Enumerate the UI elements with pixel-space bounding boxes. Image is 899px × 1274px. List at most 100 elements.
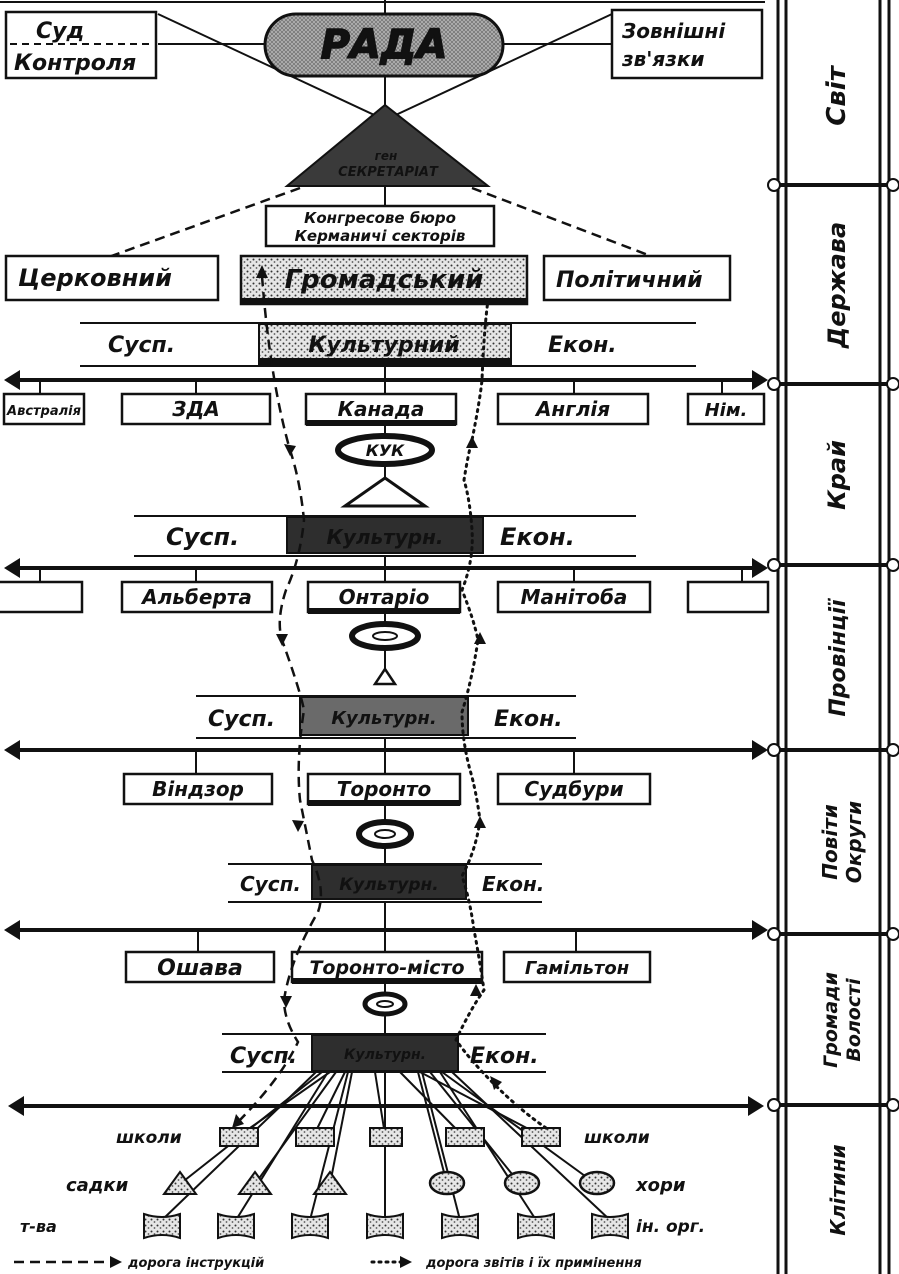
level-scale: Світ Держава Край Провінції Повіти Округ… (767, 0, 899, 1274)
level4-social: Сусп. (240, 872, 301, 896)
societies-label: т-ва (20, 1217, 57, 1236)
svg-text:Манітоба: Манітоба (521, 585, 628, 609)
level5-row: Сусп. Культурн. Екон. (230, 1034, 539, 1072)
other-orgs-label: ін. орг. (636, 1217, 705, 1237)
public-label: Громадський (285, 265, 484, 295)
kindergarten-icons (162, 1170, 348, 1195)
level5-cultural: Культурн. (344, 1047, 426, 1063)
level5-social: Сусп. (230, 1044, 297, 1069)
svg-text:Ошава: Ошава (157, 956, 243, 981)
level2-social: Сусп. (166, 523, 239, 551)
bureau-label: Конгресове бюро (304, 209, 456, 227)
countries-arrow (4, 366, 768, 394)
level4-econ: Екон. (482, 872, 544, 896)
country-australia[interactable]: Австралія (2, 392, 86, 426)
level1-row: Сусп. Культурний Екон. (108, 323, 617, 365)
scale-state: Держава (823, 222, 851, 349)
svg-text:ЗДА: ЗДА (171, 397, 220, 421)
schools-left-label: школи (116, 1128, 182, 1148)
level1-social: Сусп. (108, 333, 175, 358)
community-hamilton[interactable]: Гамільтон (502, 950, 652, 984)
court-control-box[interactable]: Суд Контроля (4, 10, 158, 80)
level3-row: Сусп. Культурн. Екон. (208, 696, 563, 736)
svg-text:Гамільтон: Гамільтон (525, 958, 629, 979)
communities-arrow (4, 902, 768, 952)
secretariat-top-label: ген (375, 149, 398, 163)
council-box[interactable]: РАДА (263, 12, 505, 78)
level3-econ: Екон. (494, 707, 563, 732)
community-toronto-city[interactable]: Торонто-місто (290, 950, 484, 984)
church-label: Церковний (18, 264, 172, 292)
community-oshawa[interactable]: Ошава (124, 950, 276, 984)
secretariat-label: СЕКРЕТАРІАТ (338, 165, 439, 180)
province-ontario[interactable]: Онтаріо (306, 580, 462, 614)
province-blank-right[interactable] (686, 580, 770, 614)
provincial-council-oval[interactable] (349, 621, 421, 651)
scale-districts: Округи (842, 801, 866, 883)
report-path (454, 298, 548, 1130)
kuk-triangle (340, 476, 430, 508)
svg-text:Нім.: Нім. (705, 400, 748, 421)
scale-land: Край (823, 440, 851, 510)
legend: дорога інструкцій дорога звітів і їх при… (14, 1256, 642, 1271)
level5-econ: Екон. (470, 1044, 539, 1069)
svg-text:Австралія: Австралія (6, 404, 81, 419)
school-icons (219, 1127, 561, 1147)
kuk-label: КУК (366, 441, 405, 460)
schools-right-label: школи (584, 1128, 650, 1148)
scale-communities: Громади (820, 972, 842, 1068)
svg-text:Канада: Канада (338, 397, 425, 421)
level3-social: Сусп. (208, 707, 275, 732)
level2-row: Сусп. Культурн. Екон. (166, 516, 575, 554)
districts-arrow (4, 738, 768, 774)
sectors-label: Керманичі секторів (295, 227, 466, 245)
district-sudbury[interactable]: Судбури (496, 772, 652, 806)
district-council-oval[interactable] (356, 819, 414, 849)
legend-instructions: дорога інструкцій (127, 1256, 264, 1271)
district-toronto[interactable]: Торонто (306, 772, 462, 806)
level1-econ: Екон. (548, 333, 617, 358)
level3-cultural: Культурн. (331, 708, 436, 729)
level4-cultural: Культурн. (339, 875, 439, 895)
level2-econ: Екон. (500, 523, 575, 551)
province-blank-left[interactable] (0, 580, 84, 614)
scale-volosti: Волості (843, 978, 865, 1062)
community-council-oval[interactable] (362, 991, 408, 1017)
kuk-oval[interactable]: КУК (335, 433, 435, 467)
svg-text:Віндзор: Віндзор (152, 777, 244, 801)
scale-cells: Клітини (826, 1144, 850, 1235)
congress-bureau-box[interactable]: Конгресове бюро Керманичі секторів (264, 204, 496, 248)
level4-row: Сусп. Культурн. Екон. (240, 864, 544, 900)
society-icons (143, 1212, 629, 1240)
country-germany[interactable]: Нім. (686, 392, 766, 426)
svg-text:Англія: Англія (534, 397, 610, 421)
foreign-relations-box[interactable]: Зовнішні зв'язки (610, 8, 764, 80)
political-label: Політичний (556, 268, 702, 293)
council-label: РАДА (321, 22, 448, 68)
political-sector-box[interactable]: Політичний (542, 254, 732, 302)
svg-text:Судбури: Судбури (524, 777, 623, 801)
kindergartens-label: садки (66, 1175, 129, 1196)
district-windsor[interactable]: Віндзор (122, 772, 274, 806)
foreign-label-bottom: зв'язки (621, 47, 704, 71)
province-alberta[interactable]: Альберта (120, 580, 274, 614)
svg-text:Онтаріо: Онтаріо (339, 585, 430, 609)
country-england[interactable]: Англія (496, 392, 650, 426)
svg-text:Альберта: Альберта (140, 585, 252, 609)
country-canada[interactable]: Канада (304, 392, 458, 426)
control-label: Контроля (14, 51, 136, 76)
court-label: Суд (36, 19, 84, 44)
scale-world: Світ (822, 64, 852, 125)
province-manitoba[interactable]: Манітоба (496, 580, 652, 614)
instruction-path (232, 265, 323, 1128)
church-sector-box[interactable]: Церковний (4, 254, 220, 302)
scale-counties: Повіти (818, 804, 842, 880)
choirs-label: хори (635, 1175, 686, 1196)
level2-cultural: Культурн. (326, 525, 443, 549)
public-sector-box[interactable]: Громадський (239, 254, 529, 306)
country-usa[interactable]: ЗДА (120, 392, 272, 426)
svg-text:Торонто: Торонто (337, 777, 432, 801)
secretariat-triangle[interactable]: ген СЕКРЕТАРІАТ (284, 103, 491, 187)
legend-reports: дорога звітів і їх примінення (425, 1256, 642, 1271)
